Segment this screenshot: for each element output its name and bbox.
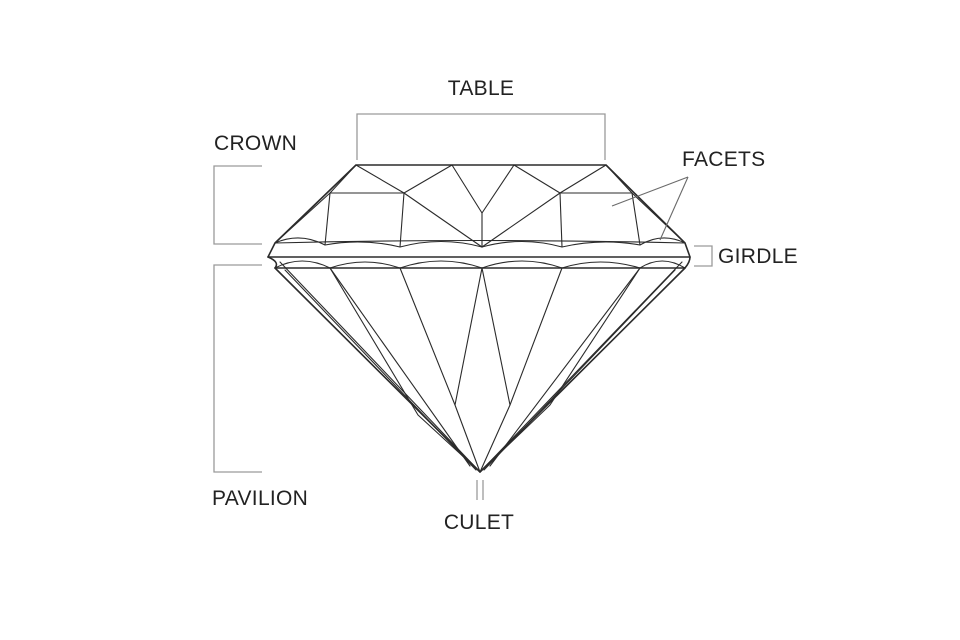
pavilion-outline	[274, 267, 686, 473]
label-crown: CROWN	[214, 132, 297, 155]
pavilion-bracket	[213, 264, 262, 473]
girdle-band	[267, 256, 691, 269]
facets-pointer-right	[659, 176, 689, 241]
crown-facets	[274, 164, 686, 248]
label-girdle: GIRDLE	[718, 245, 798, 268]
guide-lines	[213, 113, 713, 500]
table-bracket	[356, 113, 606, 160]
diamond-drawing	[267, 164, 691, 473]
girdle-upper-edge	[274, 239, 686, 244]
pavilion-edge-left-inner	[279, 261, 481, 473]
labels: TABLE CROWN FACETS GIRDLE PAVILION CULET	[212, 77, 798, 534]
pavilion-edge-right-inner	[479, 261, 683, 473]
label-table: TABLE	[448, 77, 514, 100]
crown-bracket	[213, 165, 262, 245]
facets-pointer-left	[611, 176, 689, 207]
girdle-bracket	[694, 245, 713, 267]
label-pavilion: PAVILION	[212, 487, 308, 510]
pavilion-facets	[274, 260, 686, 473]
label-culet: CULET	[444, 511, 514, 534]
label-facets: FACETS	[682, 148, 765, 171]
